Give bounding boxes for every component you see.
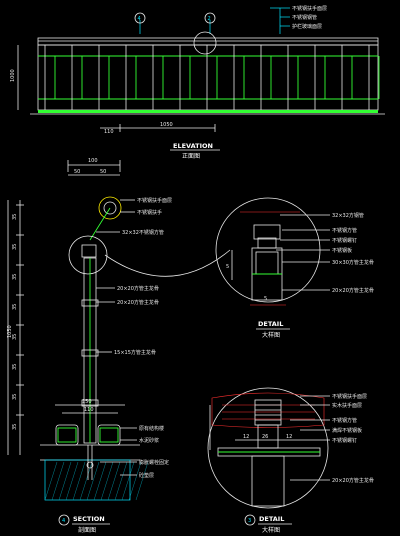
section-label-3: 32×32不锈钢方管 xyxy=(122,229,164,236)
elevation-dim-height: 1000 xyxy=(10,69,16,82)
section-dim-bottom-b: 110 xyxy=(84,407,94,413)
section-label-9: 膨胀螺栓固定 xyxy=(139,459,169,466)
detail-top-title: DETAIL xyxy=(258,320,283,328)
detail-top-label-1: 32×32方钢管 xyxy=(332,212,364,219)
section-subtitle: 剖面图 xyxy=(78,526,96,534)
elevation-marker-circle-a xyxy=(134,12,146,24)
section-dim-tick: 35 xyxy=(12,334,18,340)
detail-bottom-label-1: 不锈钢扶手面层 xyxy=(332,393,367,400)
elevation-label-3: 护栏玻璃面层 xyxy=(292,23,322,30)
elevation-view: 4 2 不锈钢扶手面层 不锈钢钢管 护栏玻璃面层 1000 110 1050 xyxy=(10,5,385,160)
section-dim-top-a: 50 xyxy=(74,169,80,175)
section-label-5: 20×20方管主龙骨 xyxy=(117,299,159,306)
detail-top-label-2: 不锈钢方管 xyxy=(332,227,357,234)
detail-bottom-subtitle: 大样图 xyxy=(262,526,280,534)
detail-bottom-circle-no: 3 xyxy=(248,518,251,524)
detail-top-label-5: 30×30方管主龙骨 xyxy=(332,259,374,266)
elevation-label-1: 不锈钢扶手面层 xyxy=(292,5,327,12)
section-dim-tick: 35 xyxy=(12,214,18,220)
elevation-dim-bottom: 110 xyxy=(104,129,114,135)
section-dim-tick: 35 xyxy=(12,364,18,370)
detail-bottom-label-5: 不锈钢螺钉 xyxy=(332,437,357,444)
section-dim-bottom-a: 150 xyxy=(82,399,92,405)
section-label-4: 20×20方管主龙骨 xyxy=(117,285,159,292)
detail-top-dim-a: 5 xyxy=(264,296,267,302)
detail-bottom-view: 12 26 12 不锈钢扶手面层 实木扶手面层 不锈钢方管 满焊不锈钢板 不锈钢… xyxy=(207,387,374,534)
section-label-1: 不锈钢扶手面层 xyxy=(137,197,172,204)
section-circle-no: 4 xyxy=(62,518,65,524)
section-dim-top: 100 xyxy=(88,158,98,164)
section-label-8: 水泥砂浆 xyxy=(139,437,159,444)
section-label-6: 15×15方管主龙骨 xyxy=(114,349,156,356)
elevation-marker-circle-b xyxy=(204,12,216,24)
section-label-7: 原有结构楼 xyxy=(139,425,164,432)
elevation-subtitle: 正面图 xyxy=(182,153,200,160)
elevation-title: ELEVATION xyxy=(173,142,213,150)
detail-top-label-4: 不锈钢板 xyxy=(332,247,352,254)
section-dim-tick: 35 xyxy=(12,244,18,250)
section-title: SECTION xyxy=(73,515,105,523)
section-dim-tick: 35 xyxy=(12,304,18,310)
section-view: 100 50 50 35 35 35 35 35 35 35 35 1050 xyxy=(7,158,231,534)
section-dim-top-b: 50 xyxy=(100,169,106,175)
detail-bottom-label-2: 实木扶手面层 xyxy=(332,402,362,409)
detail-top-dim-b: 5 xyxy=(226,264,229,270)
elevation-label-2: 不锈钢钢管 xyxy=(292,14,317,21)
section-dim-tick: 35 xyxy=(12,274,18,280)
elevation-dim-bottom-2: 1050 xyxy=(160,122,173,128)
elevation-marker-a: 4 xyxy=(138,16,141,22)
detail-bottom-dim-a: 12 xyxy=(243,434,249,440)
detail-bottom-dim-c: 12 xyxy=(286,434,292,440)
detail-top-subtitle: 大样图 xyxy=(262,331,280,339)
section-dim-total: 1050 xyxy=(7,325,13,338)
section-label-10: 砼垫层 xyxy=(139,472,154,479)
section-label-2: 不锈钢扶手 xyxy=(137,209,162,216)
elevation-marker-b: 2 xyxy=(208,16,211,22)
detail-bottom-label-6: 20×20方管主龙骨 xyxy=(332,477,374,484)
detail-top-label-3: 不锈钢螺钉 xyxy=(332,237,357,244)
detail-bottom-label-4: 满焊不锈钢板 xyxy=(332,427,362,434)
detail-bottom-dim-b: 26 xyxy=(262,434,268,440)
detail-bottom-title: DETAIL xyxy=(259,515,284,523)
detail-bottom-label-3: 不锈钢方管 xyxy=(332,417,357,424)
section-dim-tick: 35 xyxy=(12,394,18,400)
detail-top-view: 5 5 32×32方钢管 不锈钢方管 不锈钢螺钉 不锈钢板 30×30方管主龙骨… xyxy=(215,197,374,339)
section-dim-tick: 35 xyxy=(12,424,18,430)
detail-top-label-6: 20×20方管主龙骨 xyxy=(332,287,374,294)
